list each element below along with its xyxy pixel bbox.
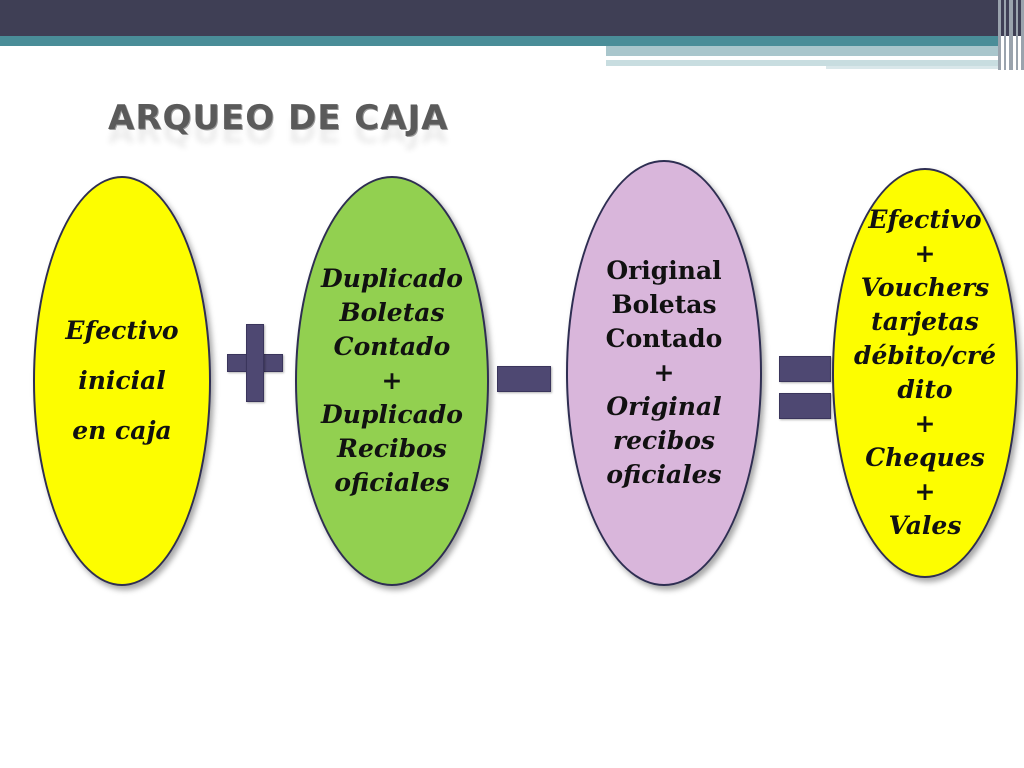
box-line: + xyxy=(914,409,936,438)
box-duplicate-receipts: Duplicado Boletas Contado + Duplicado Re… xyxy=(295,176,489,586)
box-line: Recibos xyxy=(337,434,447,463)
box-line: oficiales xyxy=(334,468,450,497)
box-line: + xyxy=(914,239,936,268)
box-line: Duplicado xyxy=(321,264,463,293)
minus-sign xyxy=(497,366,551,392)
box-line: Efectivo xyxy=(868,205,982,234)
box-line: recibos xyxy=(612,426,716,455)
box-original-receipts: Original Boletas Contado + Original reci… xyxy=(566,160,762,586)
box-line: oficiales xyxy=(606,460,722,489)
box-line: Original xyxy=(606,256,722,285)
box-line: Contado xyxy=(605,324,723,353)
box-line: Vouchers xyxy=(860,273,990,302)
box-line: inicial xyxy=(78,366,166,395)
box-total: Efectivo + Vouchers tarjetas débito/cré … xyxy=(832,168,1018,578)
header-accent-stripe-lightest xyxy=(826,66,1000,69)
corner-decoration xyxy=(998,0,1024,70)
box-line: Cheques xyxy=(865,443,985,472)
header-accent-stripe-light xyxy=(606,46,1000,56)
box-initial-cash: Efectivo inicial en caja xyxy=(33,176,211,586)
header-accent-stripe-lighter xyxy=(606,60,1000,66)
box-line: dito xyxy=(897,375,953,404)
box-line: + xyxy=(653,358,675,387)
slide-title: ARQUEO DE CAJA xyxy=(108,98,449,138)
box-line: Boletas xyxy=(611,290,717,319)
box-line: Contado xyxy=(333,332,451,361)
box-line: Efectivo xyxy=(65,316,179,345)
box-line: Vales xyxy=(888,511,962,540)
box-line: en caja xyxy=(72,416,172,445)
box-line: Duplicado xyxy=(321,400,463,429)
box-line: + xyxy=(381,366,403,395)
box-line: débito/cré xyxy=(853,341,997,370)
header-bar xyxy=(0,0,1024,36)
box-line: tarjetas xyxy=(871,307,979,336)
box-line: + xyxy=(914,477,936,506)
box-line: Boletas xyxy=(339,298,445,327)
box-line: Original xyxy=(606,392,722,421)
header-accent-stripe xyxy=(0,36,1000,46)
